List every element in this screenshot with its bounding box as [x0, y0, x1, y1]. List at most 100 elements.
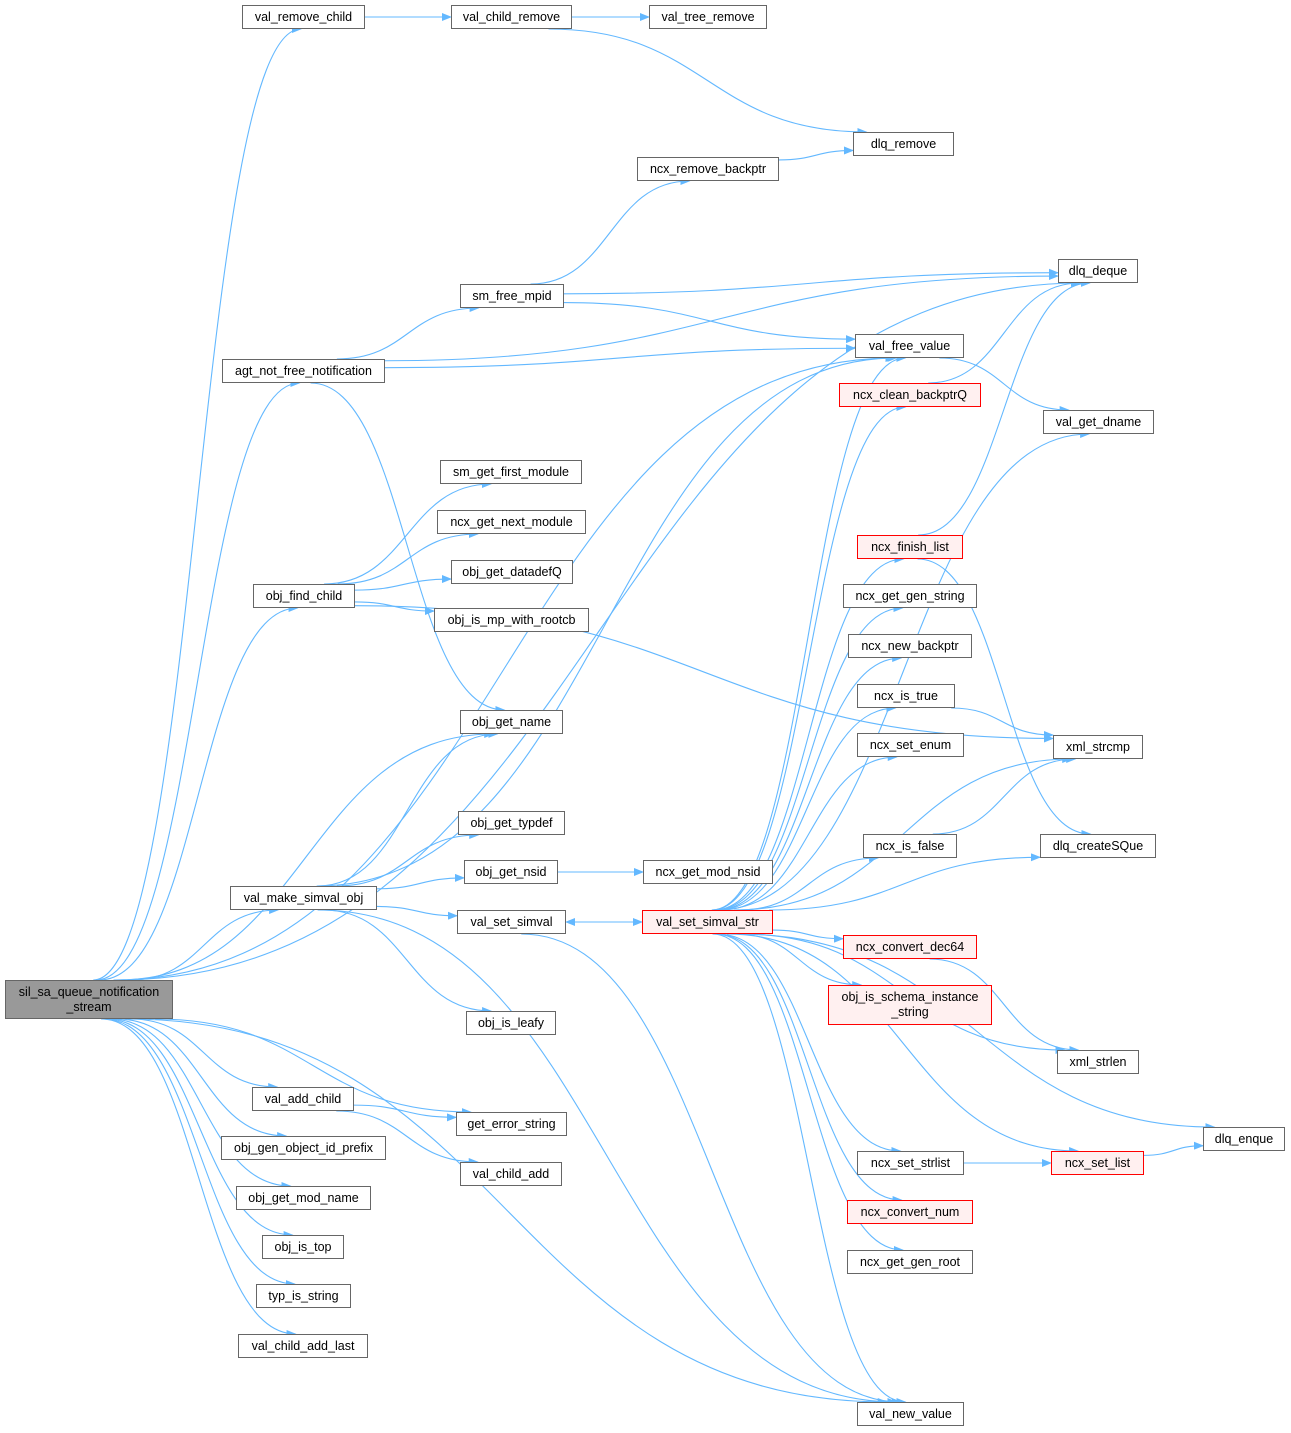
node-ncx-get-next-module[interactable]: ncx_get_next_module	[437, 510, 586, 534]
node-val-make-simval-obj[interactable]: val_make_simval_obj	[230, 886, 377, 910]
node-obj-get-datadefQ[interactable]: obj_get_datadefQ	[451, 560, 573, 584]
edge-val-make-simval-obj-to-val-free-value	[316, 354, 898, 887]
edge-val-make-simval-obj-to-obj-get-typdef	[336, 831, 480, 887]
node-val-remove-child[interactable]: val_remove_child	[242, 5, 365, 29]
edge-val-make-simval-obj-to-obj-get-nsid	[376, 873, 465, 890]
node-ncx-remove-backptr[interactable]: ncx_remove_backptr	[637, 157, 779, 181]
edge-ncx-finish-list-to-dlq-createSQue	[917, 558, 1092, 838]
node-xml-strcmp[interactable]: xml_strcmp	[1053, 735, 1143, 759]
edge-val-add-child-to-val-child-add	[336, 1110, 479, 1166]
node-ncx-set-list[interactable]: ncx_set_list	[1051, 1151, 1144, 1175]
node-val-tree-remove[interactable]: val_tree_remove	[649, 5, 767, 29]
edge-val-set-simval-to-val-new-value	[521, 933, 902, 1406]
node-ncx-clean-backptrQ[interactable]: ncx_clean_backptrQ	[839, 383, 981, 407]
edge-root-to-obj-get-name	[118, 730, 495, 981]
node-dlq-createSQue[interactable]: dlq_createSQue	[1040, 834, 1156, 858]
node-obj-get-nsid[interactable]: obj_get_nsid	[464, 860, 558, 884]
node-ncx-is-false[interactable]: ncx_is_false	[863, 834, 957, 858]
edge-val-make-simval-obj-to-val-new-value	[317, 909, 898, 1406]
edge-root-to-val-remove-child	[93, 25, 302, 981]
node-ncx-finish-list[interactable]: ncx_finish_list	[857, 535, 963, 559]
node-obj-get-mod-name[interactable]: obj_get_mod_name	[236, 1186, 371, 1210]
node-ncx-set-strlist[interactable]: ncx_set_strlist	[857, 1151, 964, 1175]
edge-root-to-agt-not-free-notification	[95, 379, 301, 981]
node-root[interactable]: sil_sa_queue_notification _stream	[5, 980, 173, 1019]
edge-ncx-is-false-to-xml-strcmp	[932, 755, 1077, 835]
node-obj-is-schema-instance-string[interactable]: obj_is_schema_instance _string	[828, 985, 992, 1025]
edge-root-to-val-add-child	[130, 1018, 279, 1091]
edge-root-to-val-free-value	[113, 354, 896, 981]
edge-agt-not-free-notification-to-obj-get-name	[310, 382, 506, 714]
node-dlq-deque[interactable]: dlq_deque	[1058, 259, 1138, 283]
node-ncx-convert-num[interactable]: ncx_convert_num	[847, 1200, 973, 1224]
edge-root-to-obj-get-mod-name	[110, 1018, 292, 1190]
edge-sm-free-mpid-to-dlq-deque	[563, 268, 1059, 295]
node-get-error-string[interactable]: get_error_string	[456, 1112, 567, 1136]
node-obj-is-mp-with-rootcb[interactable]: obj_is_mp_with_rootcb	[434, 608, 589, 632]
node-val-child-add[interactable]: val_child_add	[460, 1162, 562, 1186]
edge-ncx-convert-dec64-to-xml-strlen	[929, 958, 1080, 1054]
node-val-child-add-last[interactable]: val_child_add_last	[238, 1334, 368, 1358]
node-obj-is-top[interactable]: obj_is_top	[262, 1235, 344, 1259]
edge-sm-free-mpid-to-ncx-remove-backptr	[530, 177, 691, 285]
node-val-free-value[interactable]: val_free_value	[855, 334, 964, 358]
edge-agt-not-free-notification-to-dlq-deque	[384, 272, 1059, 362]
edge-val-set-simval-str-to-ncx-new-backptr	[716, 654, 903, 911]
edge-root-to-val-make-simval-obj	[130, 906, 280, 981]
node-agt-not-free-notification[interactable]: agt_not_free_notification	[222, 359, 385, 383]
edge-obj-find-child-to-sm-get-first-module	[324, 480, 492, 585]
edge-val-child-remove-to-dlq-remove	[548, 28, 868, 136]
edge-root-to-typ-is-string	[103, 1018, 296, 1288]
edge-val-add-child-to-get-error-string	[353, 1104, 457, 1122]
node-val-set-simval[interactable]: val_set_simval	[457, 910, 566, 934]
edge-val-set-simval-str-to-val-new-value	[712, 933, 907, 1406]
node-obj-get-typdef[interactable]: obj_get_typdef	[458, 811, 565, 835]
node-val-new-value[interactable]: val_new_value	[857, 1402, 964, 1426]
edge-ncx-clean-backptrQ-to-dlq-deque	[928, 279, 1081, 384]
edge-val-set-simval-str-to-ncx-is-true	[718, 704, 897, 911]
node-sm-free-mpid[interactable]: sm_free_mpid	[460, 284, 564, 308]
edge-val-set-simval-str-to-ncx-set-strlist	[717, 933, 902, 1155]
node-dlq-remove[interactable]: dlq_remove	[853, 132, 954, 156]
edge-val-set-simval-str-to-ncx-set-list	[726, 933, 1080, 1155]
edge-obj-find-child-to-obj-get-datadefQ	[354, 575, 452, 591]
edge-val-set-simval-str-to-ncx-set-enum	[721, 753, 898, 911]
node-typ-is-string[interactable]: typ_is_string	[256, 1284, 351, 1308]
edge-val-set-simval-str-to-dlq-createSQue	[769, 853, 1041, 911]
node-ncx-convert-dec64[interactable]: ncx_convert_dec64	[843, 935, 977, 959]
edge-root-to-val-new-value	[127, 1018, 888, 1406]
edge-ncx-remove-backptr-to-dlq-remove	[778, 146, 854, 161]
edge-ncx-finish-list-to-dlq-deque	[918, 279, 1091, 536]
edge-val-set-simval-str-to-ncx-get-gen-root	[714, 933, 904, 1254]
edge-root-to-val-child-add-last	[101, 1018, 297, 1338]
node-ncx-get-mod-nsid[interactable]: ncx_get_mod_nsid	[643, 860, 773, 884]
node-val-child-remove[interactable]: val_child_remove	[451, 5, 572, 29]
node-val-get-dname[interactable]: val_get_dname	[1043, 410, 1154, 434]
edge-agt-not-free-notification-to-val-free-value	[384, 344, 856, 369]
edge-ncx-set-list-to-dlq-enque	[1143, 1141, 1204, 1156]
edge-val-free-value-to-val-get-dname	[939, 357, 1070, 414]
edge-root-to-obj-find-child	[99, 604, 299, 981]
edge-agt-not-free-notification-to-sm-free-mpid	[336, 304, 480, 360]
edge-val-make-simval-obj-to-obj-get-name	[317, 730, 499, 887]
edge-val-set-simval-str-to-val-get-dname	[716, 430, 1091, 911]
node-ncx-is-true[interactable]: ncx_is_true	[857, 684, 955, 708]
node-dlq-enque[interactable]: dlq_enque	[1203, 1127, 1285, 1151]
node-obj-gen-object-id-prefix[interactable]: obj_gen_object_id_prefix	[221, 1136, 386, 1160]
node-obj-find-child[interactable]: obj_find_child	[253, 584, 355, 608]
node-ncx-get-gen-root[interactable]: ncx_get_gen_root	[847, 1250, 973, 1274]
node-val-set-simval-str[interactable]: val_set_simval_str	[642, 910, 773, 934]
node-val-add-child[interactable]: val_add_child	[252, 1087, 354, 1111]
edge-root-to-dlq-deque	[116, 279, 1083, 981]
node-ncx-get-gen-string[interactable]: ncx_get_gen_string	[843, 584, 977, 608]
node-sm-get-first-module[interactable]: sm_get_first_module	[440, 460, 582, 484]
edge-val-set-simval-str-to-ncx-convert-dec64	[772, 929, 844, 943]
node-obj-is-leafy[interactable]: obj_is_leafy	[466, 1011, 556, 1035]
edge-root-to-obj-is-top	[105, 1018, 294, 1239]
edge-val-set-simval-str-to-ncx-convert-num	[715, 933, 903, 1204]
node-obj-get-name[interactable]: obj_get_name	[460, 710, 563, 734]
node-ncx-new-backptr[interactable]: ncx_new_backptr	[848, 634, 972, 658]
node-ncx-set-enum[interactable]: ncx_set_enum	[857, 733, 964, 757]
edge-val-set-simval-str-to-dlq-enque	[737, 933, 1216, 1131]
node-xml-strlen[interactable]: xml_strlen	[1057, 1050, 1139, 1074]
